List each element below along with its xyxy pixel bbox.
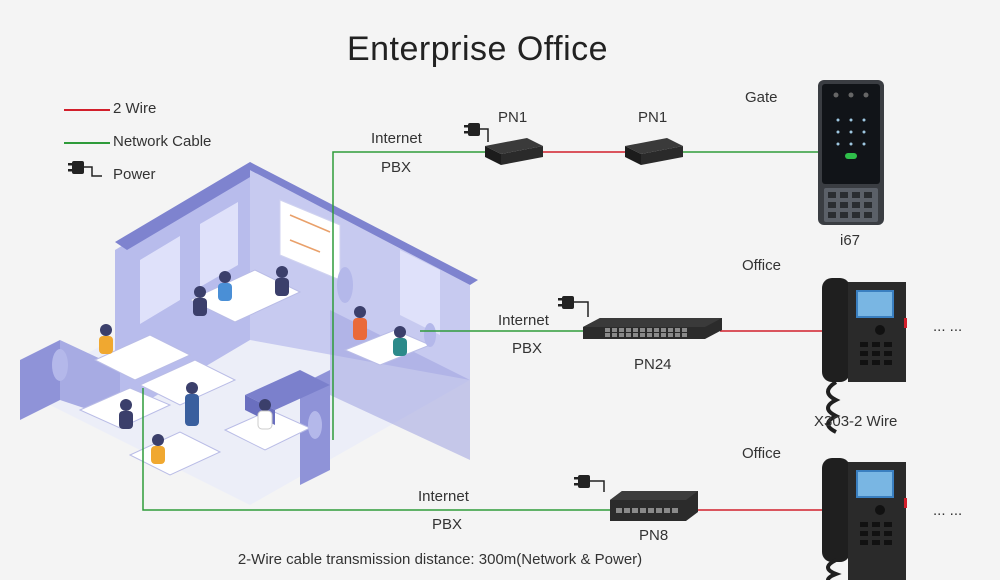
legend-network-swatch bbox=[64, 142, 110, 144]
network-cable-bottom bbox=[142, 388, 612, 511]
pn8-label: PN8 bbox=[639, 527, 669, 544]
legend: 2 Wire Network Cable Power bbox=[60, 98, 240, 193]
i67-model-label: i67 bbox=[840, 232, 861, 249]
pn1-right-label: PN1 bbox=[638, 109, 668, 126]
pn1-device-left bbox=[485, 138, 543, 165]
legend-two-wire-swatch bbox=[64, 109, 110, 111]
pn1-left-label: PN1 bbox=[498, 109, 528, 126]
transmission-distance-note: 2-Wire cable transmission distance: 300m… bbox=[237, 551, 643, 568]
middle-internet-label: Internet bbox=[498, 312, 549, 329]
top-pbx-label: PBX bbox=[381, 159, 412, 176]
middle-office-label: Office bbox=[742, 257, 781, 274]
bottom-more-ellipsis: ... ... bbox=[933, 502, 963, 519]
power-plug-icon-pn24 bbox=[558, 296, 589, 317]
power-plug-icon-pn1 bbox=[464, 123, 489, 142]
x303-desk-phone-middle bbox=[822, 278, 907, 434]
pn1-device-right bbox=[625, 138, 683, 165]
office-room-illustration bbox=[20, 162, 478, 505]
power-plug-icon bbox=[68, 161, 102, 177]
cables bbox=[142, 151, 828, 511]
x303-desk-phone-bottom bbox=[822, 458, 907, 580]
power-plug-icon-pn8 bbox=[574, 475, 605, 492]
pn24-label: PN24 bbox=[634, 356, 672, 373]
gate-label: Gate bbox=[745, 89, 778, 106]
middle-more-ellipsis: ... ... bbox=[933, 318, 963, 335]
network-cable-top bbox=[332, 151, 487, 440]
x303-model-label: X303-2 Wire bbox=[814, 413, 898, 430]
i67-intercom-device bbox=[818, 80, 884, 225]
top-internet-label: Internet bbox=[371, 130, 422, 147]
middle-pbx-label: PBX bbox=[512, 340, 543, 357]
pn8-switch bbox=[610, 491, 698, 521]
pn24-switch bbox=[583, 318, 722, 339]
bottom-internet-label: Internet bbox=[418, 488, 469, 505]
legend-network-label: Network Cable bbox=[113, 133, 212, 150]
bottom-office-label: Office bbox=[742, 445, 781, 462]
legend-power-label: Power bbox=[113, 166, 156, 183]
page-title: Enterprise Office bbox=[346, 30, 609, 68]
bottom-pbx-label: PBX bbox=[432, 516, 463, 533]
legend-two-wire-label: 2 Wire bbox=[113, 100, 157, 117]
